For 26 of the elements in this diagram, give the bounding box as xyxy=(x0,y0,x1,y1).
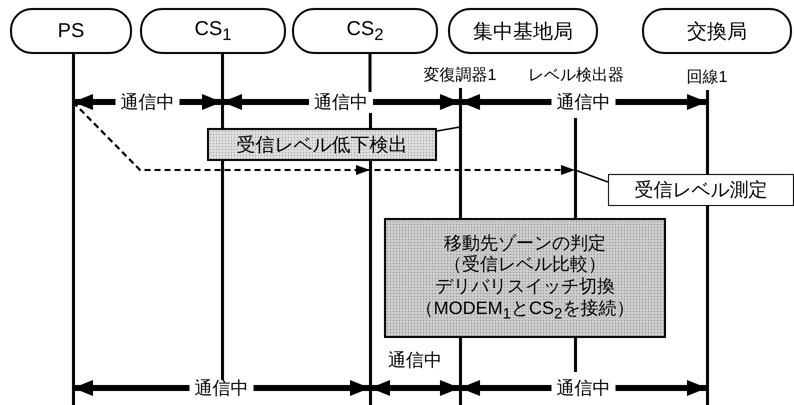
box-text: （MODEM$_{1}$とCS$_{2}$を接続） xyxy=(416,298,634,324)
component-label: 回線1 xyxy=(680,66,734,88)
process-box xyxy=(384,218,666,338)
lifeline-header: PS xyxy=(10,8,132,54)
component-label: 変復調器1 xyxy=(412,64,508,86)
box-text: 移動先ゾーンの判定 xyxy=(444,232,606,254)
edge-label: 通信中 xyxy=(388,351,442,369)
leader-line xyxy=(436,126,460,132)
process-note: 受信レベル低下検出 xyxy=(207,128,437,161)
lifeline-header: CS$_{1}$ xyxy=(140,8,286,54)
edge-label: 通信中 xyxy=(556,379,610,397)
edge-label: 通信中 xyxy=(194,379,248,397)
lifeline xyxy=(220,54,224,380)
lifeline xyxy=(72,54,74,405)
lifeline-header: 交換局 xyxy=(642,8,792,54)
component-label: レベル検出器 xyxy=(522,64,630,86)
box-text: デリバリスイッチ切換 xyxy=(435,276,615,298)
edge-label: 通信中 xyxy=(120,93,174,111)
process-note: 受信レベル測定 xyxy=(608,174,794,206)
double-arrow xyxy=(370,380,460,396)
lifeline-header: 集中基地局 xyxy=(448,8,598,54)
box-text: （受信レベル比較） xyxy=(444,254,606,276)
leader-line xyxy=(574,169,608,183)
lifeline-header: CS$_{2}$ xyxy=(292,8,438,54)
edge-label: 通信中 xyxy=(556,93,610,111)
edge-label: 通信中 xyxy=(314,93,368,111)
